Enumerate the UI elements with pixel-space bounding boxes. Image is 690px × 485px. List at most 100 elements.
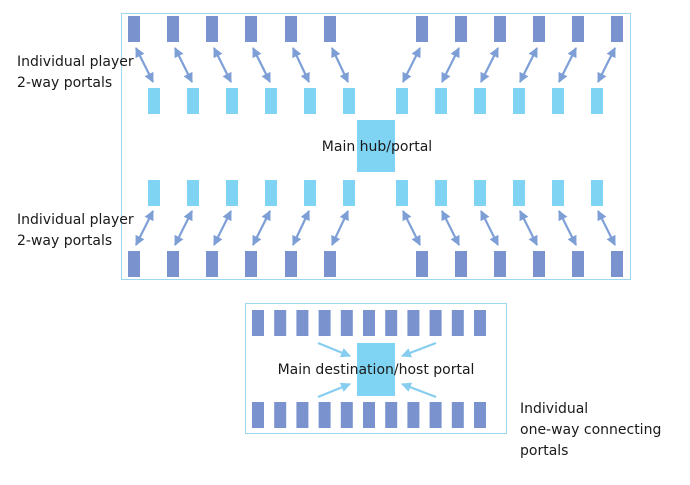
main-destination-label: Main destination/host portal: [277, 362, 475, 378]
player-portal: [416, 16, 428, 42]
inner-portal: [265, 88, 277, 114]
two-way-arrow: [519, 47, 538, 83]
player-portal: [206, 16, 218, 42]
one-way-arrow: [401, 382, 437, 399]
inner-portal: [474, 88, 486, 114]
one-way-label-line3: portals: [520, 443, 569, 459]
player-portal: [128, 16, 140, 42]
two-way-arrow: [558, 210, 577, 246]
player-portal: [167, 251, 179, 277]
inner-portal: [226, 180, 238, 206]
one-way-portal: [363, 310, 375, 336]
two-way-arrow: [174, 210, 193, 246]
one-way-portal: [385, 402, 398, 428]
inner-portal: [435, 88, 447, 114]
two-way-arrow: [252, 210, 271, 246]
inner-portal: [187, 180, 199, 206]
one-way-group-label: Individual one-way connecting portals: [520, 399, 661, 462]
top-inner-portals-row: [148, 88, 603, 114]
player-portal: [285, 251, 297, 277]
inner-portal: [552, 88, 564, 114]
two-way-arrow: [597, 210, 616, 246]
one-way-portal: [318, 310, 331, 336]
one-way-arrow: [317, 382, 351, 399]
player-portal: [128, 251, 140, 277]
two-way-arrow: [441, 210, 460, 246]
one-way-portal: [296, 402, 309, 428]
one-way-portal: [407, 402, 420, 428]
one-way-portal: [451, 402, 464, 428]
top-group-label-line2: 2-way portals: [17, 75, 113, 91]
inner-portal: [343, 88, 355, 114]
inner-portal: [513, 88, 525, 114]
inner-portal: [265, 180, 277, 206]
top-player-portals-row: [128, 16, 623, 42]
one-way-portal: [318, 402, 331, 428]
one-way-portal: [474, 402, 486, 428]
inner-portal: [226, 88, 238, 114]
player-portal: [324, 251, 336, 277]
one-way-portal: [429, 310, 442, 336]
player-portal: [611, 251, 623, 277]
player-portal: [167, 16, 179, 42]
two-way-arrow: [519, 210, 538, 246]
two-way-arrow: [441, 47, 460, 83]
player-portal: [245, 16, 257, 42]
top-two-way-arrows: [135, 47, 616, 83]
one-way-portal: [296, 310, 309, 336]
top-group-label: Individual player 2-way portals: [17, 52, 134, 94]
one-way-portal: [274, 402, 287, 428]
player-portal: [455, 251, 467, 277]
player-portal: [572, 16, 584, 42]
player-portal: [455, 16, 467, 42]
two-way-arrow: [213, 210, 232, 246]
main-hub-portal: [357, 120, 395, 172]
player-portal: [416, 251, 428, 277]
inner-portal: [396, 180, 408, 206]
player-portal: [494, 251, 506, 277]
upper-frame: [121, 13, 631, 280]
inner-portal: [396, 88, 408, 114]
inner-portal: [591, 88, 603, 114]
inner-portal: [148, 88, 160, 114]
inner-portal: [148, 180, 160, 206]
player-portal: [533, 16, 545, 42]
lower-frame: [245, 303, 507, 434]
inner-portal: [304, 88, 316, 114]
one-way-portal: [451, 310, 464, 336]
inner-portal: [474, 180, 486, 206]
inner-portal: [591, 180, 603, 206]
bottom-group-label: Individual player 2-way portals: [17, 210, 134, 252]
one-way-portal: [340, 402, 353, 428]
inner-portal: [343, 180, 355, 206]
player-portal: [572, 251, 584, 277]
two-way-arrow: [480, 47, 499, 83]
bottom-player-portals-row: [128, 251, 623, 277]
bottom-group-label-line2: 2-way portals: [17, 233, 113, 249]
player-portal: [324, 16, 336, 42]
player-portal: [494, 16, 506, 42]
two-way-arrow: [174, 47, 193, 83]
one-way-label-line2: one-way connecting: [520, 422, 662, 438]
one-way-portal: [252, 402, 264, 428]
inner-portal: [435, 180, 447, 206]
one-way-label-line1: Individual: [520, 401, 589, 417]
player-portal: [206, 251, 218, 277]
inner-portal: [552, 180, 564, 206]
player-portal: [611, 16, 623, 42]
one-way-portal: [385, 310, 398, 336]
one-way-arrows: [317, 341, 437, 399]
two-way-arrow: [213, 47, 232, 83]
two-way-arrow: [331, 47, 349, 83]
two-way-arrow: [135, 47, 154, 83]
main-hub-label: Main hub/portal: [321, 139, 433, 155]
two-way-arrow: [135, 210, 154, 246]
one-way-portal: [252, 310, 264, 336]
bottom-inner-portals-row: [148, 180, 603, 206]
one-way-portal: [474, 310, 486, 336]
two-way-arrow: [292, 210, 310, 246]
two-way-arrow: [558, 47, 577, 83]
inner-portal: [513, 180, 525, 206]
one-way-portal: [407, 310, 420, 336]
